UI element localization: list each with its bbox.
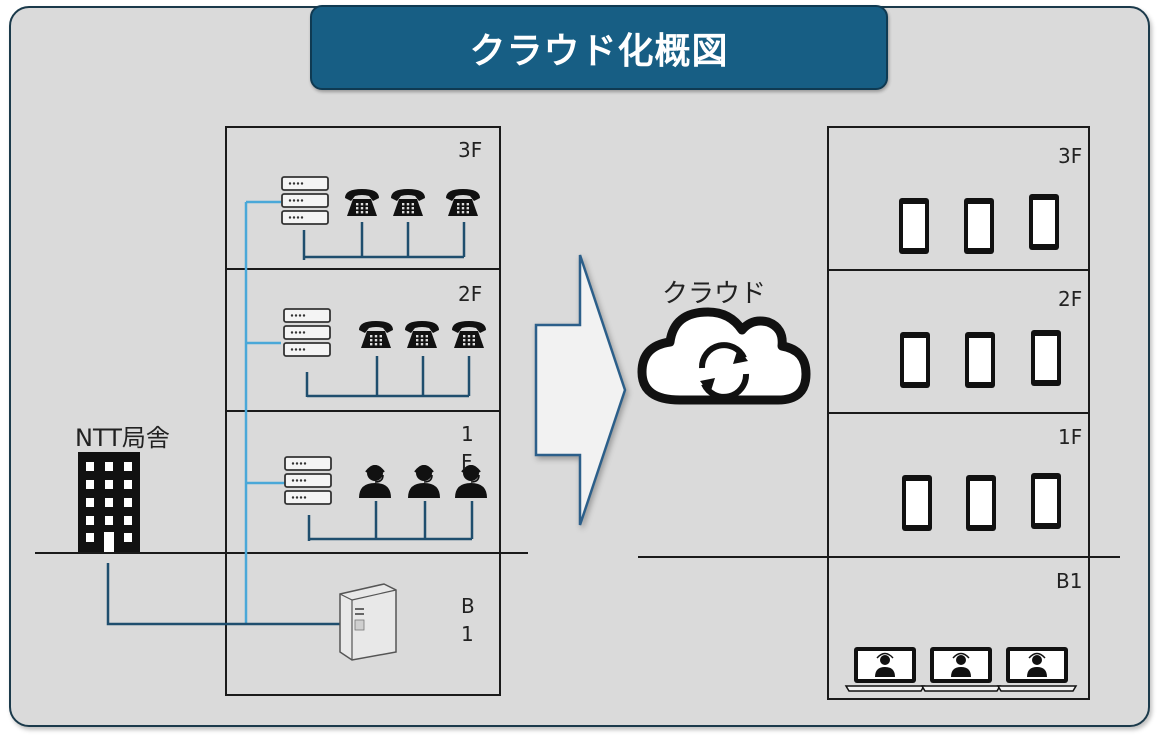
transition-arrow: [534, 254, 627, 526]
ntt-building-label: NTT局舎: [75, 424, 170, 452]
title-banner: クラウド化概図: [310, 5, 888, 90]
cloud-sync-icon: [637, 307, 811, 405]
diagram-title: クラウド化概図: [469, 30, 729, 72]
tower-server-icon: [339, 583, 397, 661]
right-floor-label-3f: 3F: [1058, 144, 1083, 168]
riser-lines: [244, 200, 285, 624]
server-rack-icon: [283, 308, 331, 357]
operator-headset-icon: [407, 464, 441, 499]
left-floor-label-1b: 1: [461, 622, 474, 646]
smartphone-icon: [899, 198, 929, 254]
smartphone-icon: [1031, 330, 1061, 386]
telephone-icon: [391, 189, 425, 216]
telephone-icon: [452, 321, 486, 348]
right-floor-label-2f: 2F: [1058, 287, 1083, 311]
smartphone-icon: [965, 332, 995, 388]
left-floor-label-2f: 2F: [458, 282, 483, 306]
operator-headset-icon: [358, 464, 392, 499]
telephone-icon: [345, 189, 379, 216]
telephone-icon: [359, 321, 393, 348]
server-rack-icon: [284, 456, 332, 505]
right-floor-label-1f: 1F: [1058, 425, 1083, 449]
office-building-icon: [78, 452, 140, 552]
left-floor-label-1: 1: [461, 422, 474, 446]
smartphone-icon: [1031, 473, 1061, 529]
telephone-icon: [405, 321, 439, 348]
telephone-icon: [446, 189, 480, 216]
cloud-label: クラウド: [662, 279, 767, 309]
left-floor-label-b: B: [461, 594, 475, 618]
left-floor-label-f: F: [461, 450, 473, 474]
server-rack-icon: [281, 176, 329, 225]
smartphone-icon: [900, 332, 930, 388]
smartphone-icon: [1029, 194, 1059, 250]
smartphone-icon: [964, 198, 994, 254]
right-building: [827, 126, 1090, 700]
smartphone-icon: [902, 475, 932, 531]
connection-lines: [106, 222, 474, 626]
laptop-operator-icon: [997, 646, 1077, 692]
left-building: [225, 126, 501, 696]
left-floor-label-3f: 3F: [458, 138, 483, 162]
laptop-operator-icon: [921, 646, 1001, 692]
laptop-operator-icon: [845, 646, 925, 692]
smartphone-icon: [966, 475, 996, 531]
right-floor-label-b1: B1: [1056, 569, 1083, 593]
